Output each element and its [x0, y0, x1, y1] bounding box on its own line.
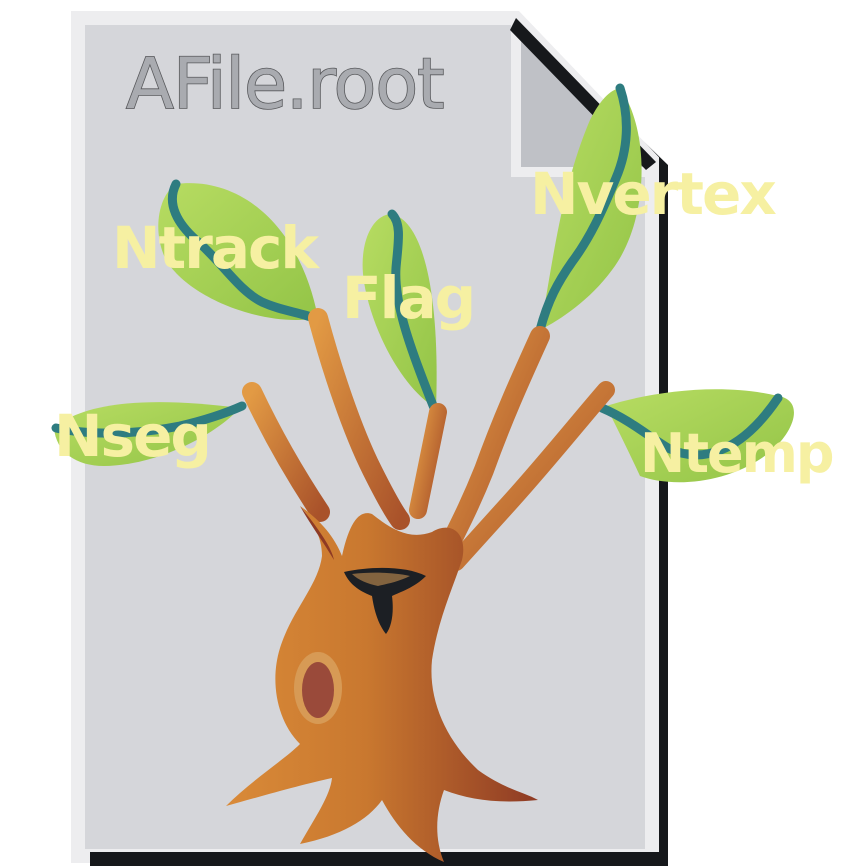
file-bottom-edge	[90, 852, 668, 866]
file-name-label: AFile.root	[126, 43, 444, 125]
leaf-label-nvertex: Nvertex	[530, 160, 776, 228]
leaf-label-flag: Flag	[342, 264, 474, 332]
leaf-label-nseg: Nseg	[54, 402, 210, 470]
leaf-label-ntrack: Ntrack	[112, 214, 320, 282]
trunk-knot-inner	[302, 662, 334, 718]
leaf-label-ntemp: Ntemp	[640, 422, 833, 485]
